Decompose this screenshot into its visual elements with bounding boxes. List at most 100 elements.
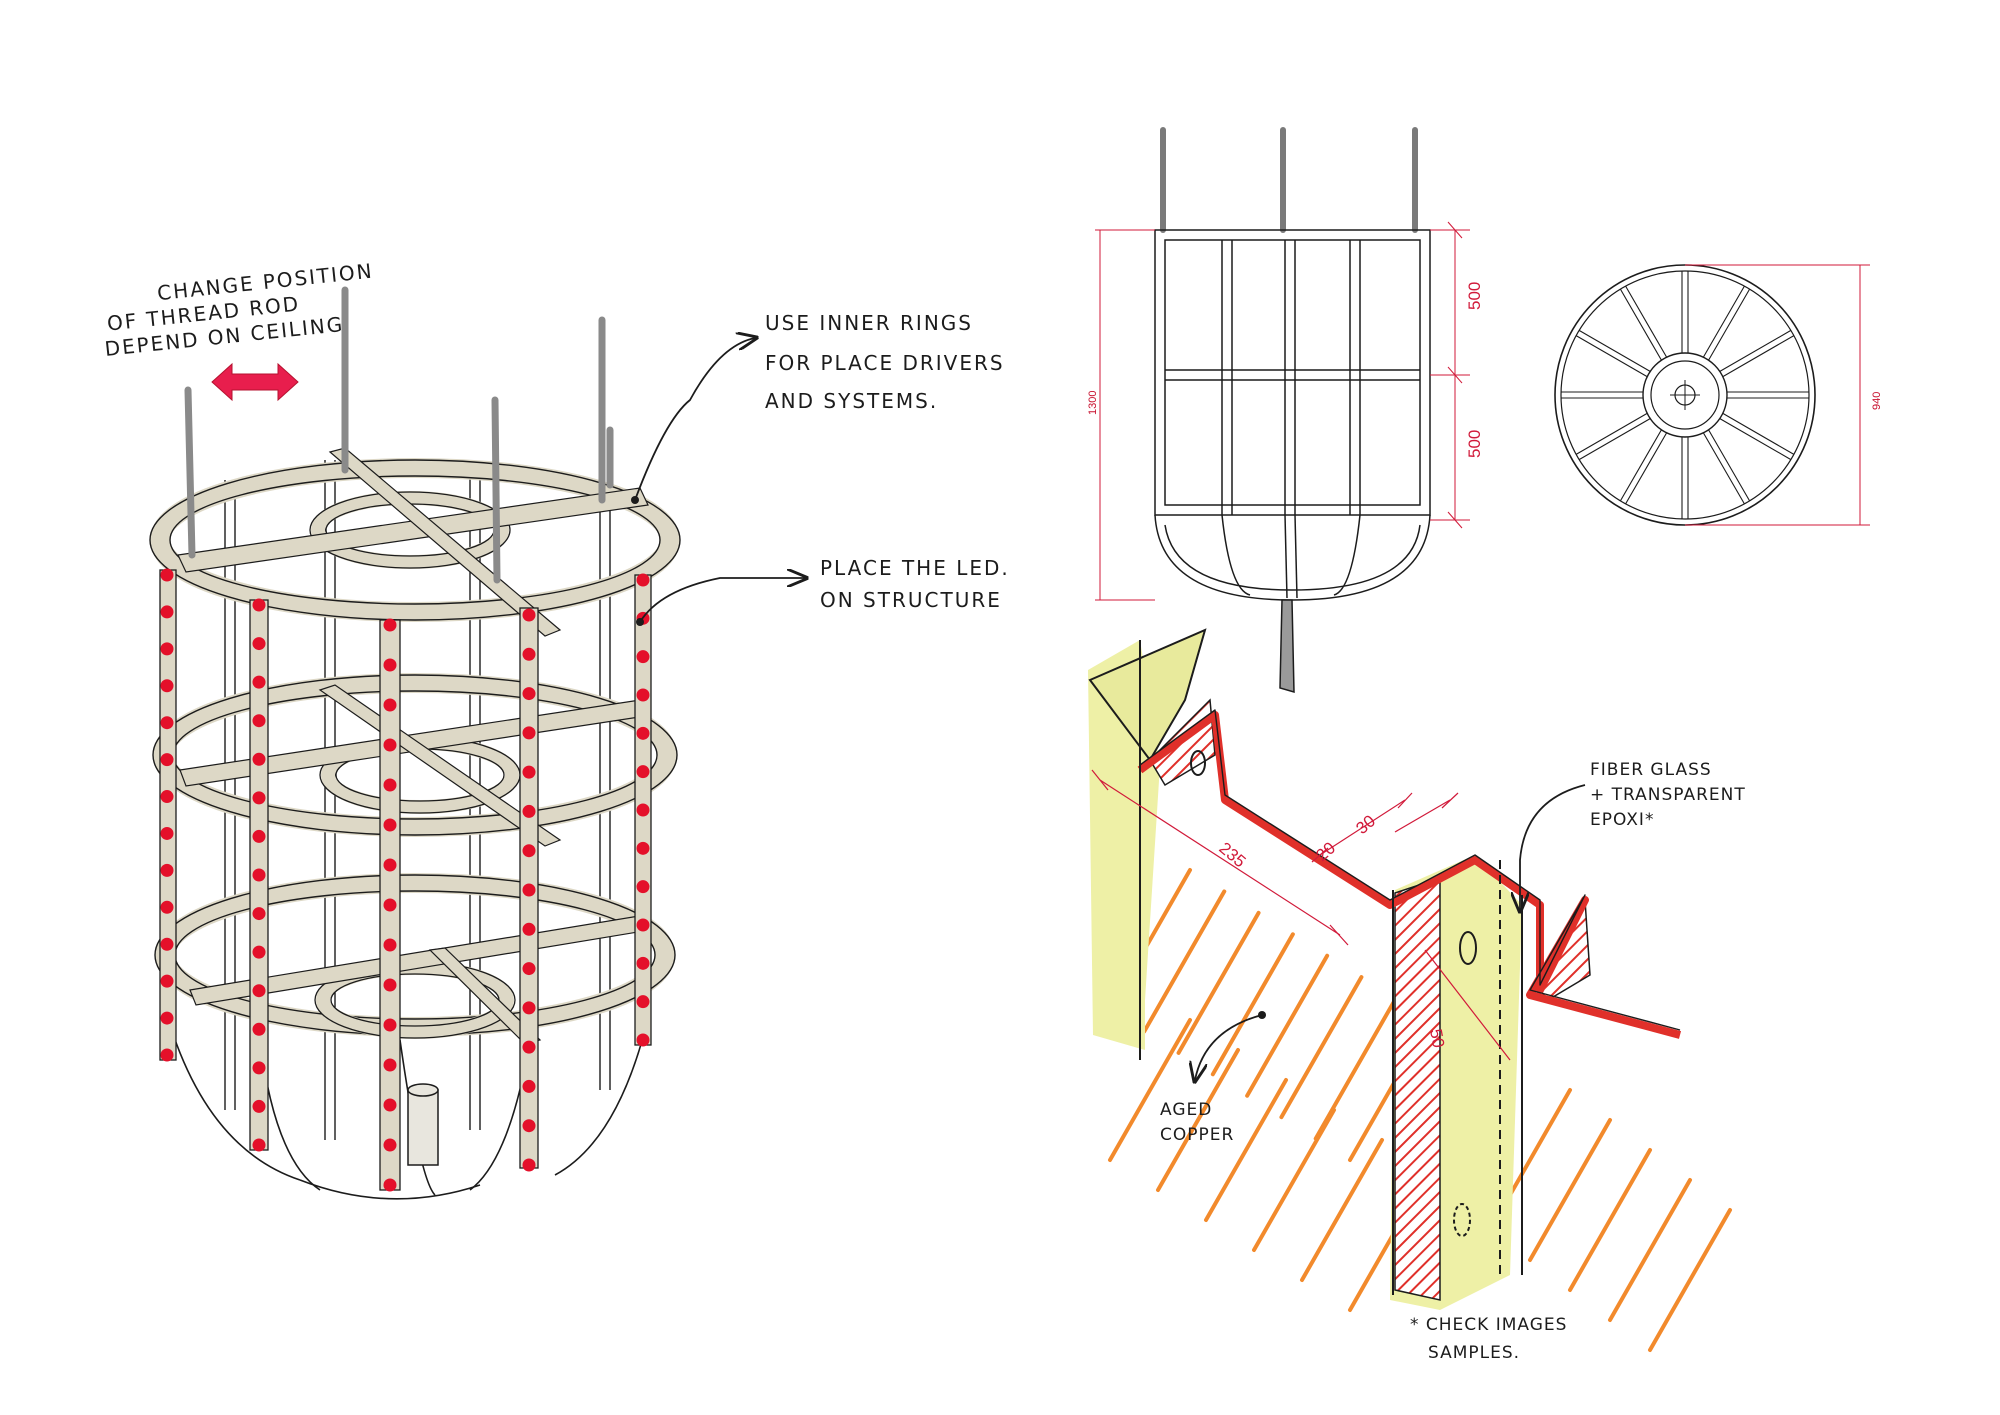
plan-spoke: [1625, 285, 1668, 358]
plan-spoke: [1619, 288, 1662, 361]
led-dot: [160, 1011, 174, 1025]
note-fiberglass: FIBER GLASS + TRANSPARENT EPOXI*: [1590, 760, 1752, 830]
led-dot: [636, 956, 650, 970]
copper-hatch-stroke: [1648, 1208, 1732, 1352]
led-dot: [252, 714, 266, 728]
ring-top: [149, 458, 681, 622]
dim-plan-diameter: 940: [1871, 392, 1883, 410]
copper-hatch-stroke: [1608, 1178, 1692, 1322]
led-dot: [636, 995, 650, 1009]
copper-hatch-stroke: [1210, 932, 1295, 1077]
led-dot: [522, 647, 536, 661]
led-dot: [252, 868, 266, 882]
led-dot: [383, 1098, 397, 1112]
double-arrow-icon: [211, 362, 299, 402]
curved-arrow-icon: [1520, 784, 1586, 910]
dim-upper-section: 500: [1465, 282, 1484, 310]
led-dot: [636, 841, 650, 855]
led-dot: [636, 726, 650, 740]
plan-spoke: [1625, 432, 1668, 505]
led-dot: [252, 752, 266, 766]
plan-spoke: [1719, 418, 1792, 461]
copper-hatch-stroke: [1176, 910, 1261, 1055]
crossbars: [177, 447, 651, 1045]
dim-depth: 50: [1426, 1027, 1448, 1049]
led-dot: [383, 938, 397, 952]
dim-span: 235: [1215, 839, 1249, 872]
leader-dot: [631, 496, 639, 504]
led-dot: [160, 1048, 174, 1062]
led-dot: [636, 650, 650, 664]
note-copper: AGED COPPER: [1160, 1100, 1234, 1145]
led-dot: [160, 937, 174, 951]
led-dot: [522, 804, 536, 818]
led-dot: [383, 1058, 397, 1072]
led-dot: [383, 738, 397, 752]
plan-spoke: [1708, 429, 1751, 502]
copper-hatch-stroke: [1108, 1018, 1192, 1162]
led-dot: [522, 962, 536, 976]
led-dot: [160, 716, 174, 730]
dim-flange: 30: [1352, 811, 1379, 838]
led-dot: [383, 698, 397, 712]
led-dot: [636, 765, 650, 779]
led-dot: [383, 778, 397, 792]
curved-arrow-icon: [634, 338, 755, 501]
led-dot: [160, 753, 174, 767]
plan-spoke: [1722, 335, 1795, 378]
led-dot: [252, 791, 266, 805]
copper-hatch-stroke: [1142, 889, 1227, 1034]
led-dot: [252, 1061, 266, 1075]
plan-spoke: [1722, 412, 1795, 455]
led-dot: [383, 858, 397, 872]
thread-rods: [184, 286, 614, 584]
led-dot: [160, 790, 174, 804]
led-dot: [252, 829, 266, 843]
led-dot: [160, 642, 174, 656]
copper-hatch-stroke: [1300, 1138, 1384, 1282]
led-dot: [522, 726, 536, 740]
led-dot: [160, 863, 174, 877]
led-dot: [160, 974, 174, 988]
plan-view: 940: [1554, 264, 1883, 526]
led-dot: [636, 688, 650, 702]
curved-arrow-icon: [1195, 1014, 1263, 1080]
copper-hatch-stroke: [1568, 1148, 1652, 1292]
copper-hatch-stroke: [1156, 1048, 1240, 1192]
copper-hatch-stroke: [1252, 1108, 1336, 1252]
led-dot: [383, 1138, 397, 1152]
led-dot: [252, 675, 266, 689]
led-dot: [522, 687, 536, 701]
led-dot: [160, 900, 174, 914]
copper-hatch-stroke: [1279, 975, 1364, 1120]
copper-hatch-stroke: [1204, 1078, 1288, 1222]
leader-dot: [1258, 1011, 1266, 1019]
led-dot: [383, 618, 397, 632]
copper-hatch-stroke: [1528, 1118, 1612, 1262]
led-dot: [636, 880, 650, 894]
led-dot: [522, 1079, 536, 1093]
led-dots: [160, 568, 650, 1192]
led-dot: [522, 1119, 536, 1133]
leader-dot: [636, 618, 644, 626]
led-dot: [522, 765, 536, 779]
plan-spoke: [1719, 329, 1792, 372]
led-dot: [636, 918, 650, 932]
note-check-samples: * CHECK IMAGES SAMPLES.: [1410, 1315, 1574, 1363]
led-dot: [636, 803, 650, 817]
led-dot: [636, 573, 650, 587]
note-led: PLACE THE LED. ON STRUCTURE: [820, 556, 1018, 612]
led-dot: [522, 883, 536, 897]
led-dot: [252, 637, 266, 651]
bottom-hub: [407, 1083, 439, 1166]
led-dot: [252, 945, 266, 959]
dim-overall-height: 1300: [1087, 391, 1099, 415]
led-dot: [522, 1001, 536, 1015]
led-dot: [522, 1158, 536, 1172]
led-dot: [252, 1099, 266, 1113]
led-dot: [522, 844, 536, 858]
led-dot: [252, 907, 266, 921]
led-dot: [252, 1022, 266, 1036]
plan-spoke: [1578, 329, 1651, 372]
plan-spoke: [1702, 432, 1745, 505]
